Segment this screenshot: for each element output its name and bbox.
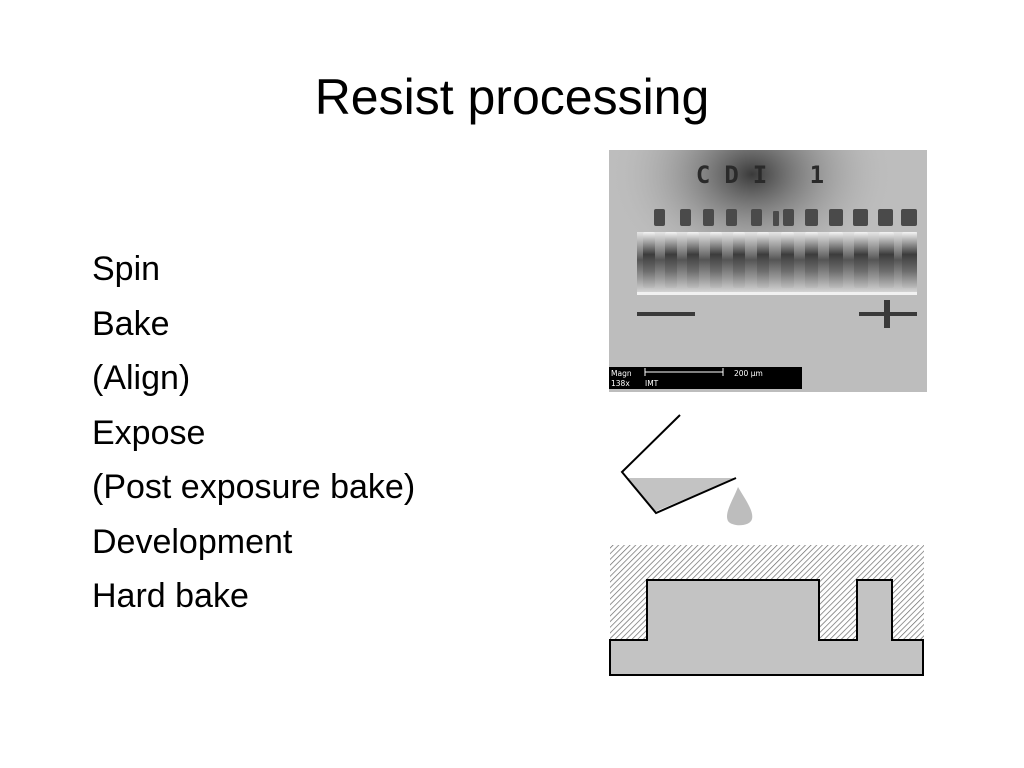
sem-micrograph: CDI 1 Magn 138x IMT: [609, 150, 927, 392]
sem-info-bar: [609, 367, 802, 389]
developer-beaker-illustration: [620, 414, 753, 526]
step-item: Bake: [92, 304, 170, 343]
sem-square-row: [654, 209, 917, 226]
step-item: Expose: [92, 413, 206, 452]
resist-cross-section: [609, 545, 924, 676]
sem-scale-bar: [644, 368, 724, 376]
sem-align-mark-right: [859, 300, 917, 328]
sem-magn-label: Magn: [611, 369, 632, 378]
developer-drop: [727, 487, 753, 526]
developer-liquid: [626, 478, 736, 512]
sem-scale-label: 200 μm: [734, 369, 763, 378]
step-item: Development: [92, 522, 293, 561]
sem-trench: [637, 232, 917, 294]
process-step-list: Spin Bake (Align) Expose (Post exposure …: [92, 242, 415, 624]
sem-pillar-row: [643, 232, 917, 288]
sem-operator: IMT: [645, 379, 659, 388]
beaker-outline: [620, 414, 737, 515]
patterned-resist-profile: [609, 579, 924, 676]
sem-align-mark-left: [637, 312, 695, 316]
step-item: Hard bake: [92, 577, 249, 615]
step-item: (Align): [92, 359, 191, 397]
step-item: (Post exposure bake): [92, 468, 416, 506]
slide-title: Resist processing: [314, 69, 710, 125]
sem-magn-value: 138x: [611, 379, 630, 388]
sem-header-text: CDI 1: [696, 161, 838, 189]
step-item: Spin: [92, 250, 161, 288]
